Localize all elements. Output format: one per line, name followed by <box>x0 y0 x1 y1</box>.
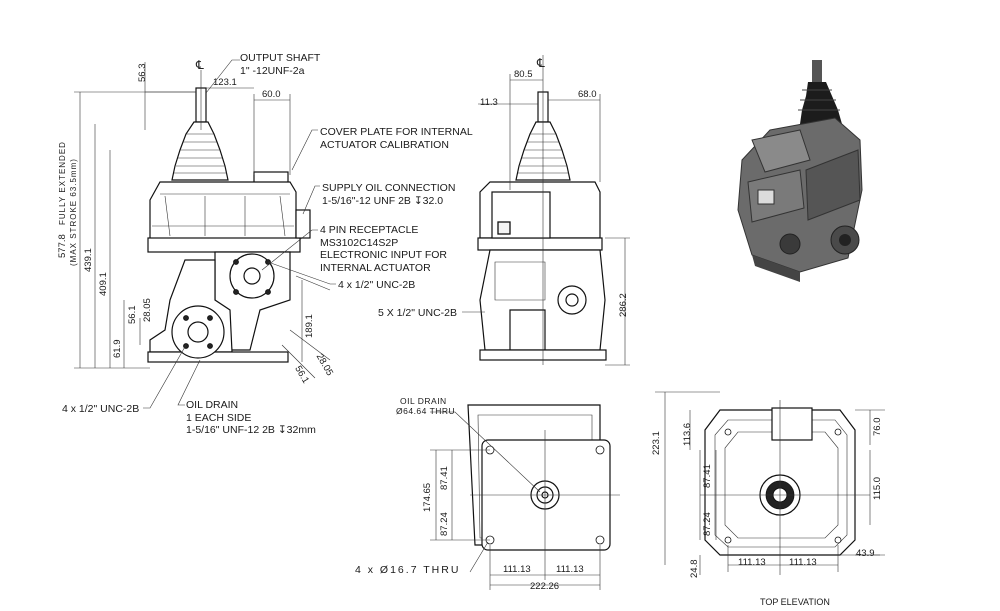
dim-111-13-top-b: 111.13 <box>789 557 817 568</box>
dim-76-0: 76.0 <box>872 417 883 437</box>
note-line: SUPPLY OIL CONNECTION <box>322 182 456 194</box>
dim-113-6: 113.6 <box>682 422 693 446</box>
note-line: COVER PLATE FOR INTERNAL <box>320 126 473 138</box>
note-supply-oil: SUPPLY OIL CONNECTION 1-5/16"-12 UNF 2B … <box>322 182 455 207</box>
note-bolts-left: 4 x 1/2" UNC-2B <box>62 403 140 415</box>
note-line: OUTPUT SHAFT <box>240 52 321 64</box>
dim-24-8: 24.8 <box>689 559 700 579</box>
note-cover-plate: COVER PLATE FOR INTERNAL ACTUATOR CALIBR… <box>320 126 473 151</box>
dim-87-24-top: 87.24 <box>702 512 713 536</box>
dim-222-26: 222.26 <box>530 581 560 592</box>
note-line: 1 EACH SIDE <box>186 411 252 424</box>
note-line: Ø64.64 THRU <box>396 406 456 416</box>
note-line: MS3102C14S2P <box>320 236 399 249</box>
dim-80-5: 80.5 <box>514 69 533 80</box>
centerline-symbol-front: ℄ <box>196 58 204 72</box>
note-bolts-right: 4 x 1/2" UNC-2B <box>338 279 416 291</box>
dim-409-1: 409.1 <box>98 272 109 296</box>
dim-111-13-bottom-b: 111.13 <box>556 564 584 575</box>
dim-max-stroke: (MAX STROKE 63.5mm) <box>69 158 78 266</box>
note-holes-bottom: 4 x Ø16.7 THRU <box>355 564 461 576</box>
dim-fully-extended: FULLY EXTENDED <box>58 141 67 225</box>
note-line: ACTUATOR CALIBRATION <box>320 138 449 151</box>
dim-87-24-bottom: 87.24 <box>439 512 450 536</box>
note-output-shaft: OUTPUT SHAFT 1" -12UNF-2a <box>240 52 320 77</box>
dim-115-0: 115.0 <box>872 476 883 500</box>
note-line: OIL DRAIN <box>400 396 447 406</box>
dim-189-1: 189.1 <box>304 314 315 338</box>
dim-174-65: 174.65 <box>422 482 433 512</box>
note-line: 4 PIN RECEPTACLE <box>320 224 419 236</box>
note-line: 1-5/16" UNF-12 2B ↧32mm <box>186 424 316 436</box>
note-bolts-side: 5 X 1/2" UNC-2B <box>378 307 458 319</box>
dim-223-1: 223.1 <box>651 431 662 455</box>
dim-68-0: 68.0 <box>578 89 597 100</box>
dim-60-0: 60.0 <box>262 89 281 100</box>
bottom-view <box>430 404 620 590</box>
dim-56-1: 56.1 <box>127 305 138 325</box>
dim-123-1: 123.1 <box>213 77 237 88</box>
dim-28-05: 28.05 <box>142 298 153 322</box>
dim-56-3: 56.3 <box>137 63 148 83</box>
note-line: OIL DRAIN <box>186 399 239 411</box>
note-line: INTERNAL ACTUATOR <box>320 261 431 274</box>
dim-43-9: 43.9 <box>856 548 875 559</box>
note-line: 1" -12UNF-2a <box>240 64 305 77</box>
dim-439-1: 439.1 <box>83 248 94 272</box>
dim-87-41-top: 87.41 <box>702 464 713 488</box>
dim-87-41-bottom: 87.41 <box>439 466 450 490</box>
dim-61-9: 61.9 <box>112 339 123 359</box>
dim-11-3: 11.3 <box>480 97 498 108</box>
note-line: ELECTRONIC INPUT FOR <box>320 249 447 261</box>
note-receptacle: 4 PIN RECEPTACLE MS3102C14S2P ELECTRONIC… <box>320 224 447 274</box>
note-oil-drain-front: OIL DRAIN 1 EACH SIDE 1-5/16" UNF-12 2B … <box>186 399 316 437</box>
isometric-render <box>737 60 863 282</box>
dim-286-2: 286.2 <box>618 293 629 317</box>
dim-111-13-top-a: 111.13 <box>738 557 766 568</box>
note-oil-drain-bottom: OIL DRAIN Ø64.64 THRU <box>396 396 455 416</box>
side-view <box>462 55 630 366</box>
front-view <box>74 59 336 409</box>
top-view <box>655 391 885 575</box>
dim-111-13-bottom-a: 111.13 <box>503 564 531 575</box>
dim-577-8: 577.8 <box>57 234 68 258</box>
top-elevation-title: TOP ELEVATION <box>760 597 830 607</box>
note-line: 1-5/16"-12 UNF 2B ↧32.0 <box>322 194 444 207</box>
centerline-symbol-side: ℄ <box>537 56 545 70</box>
